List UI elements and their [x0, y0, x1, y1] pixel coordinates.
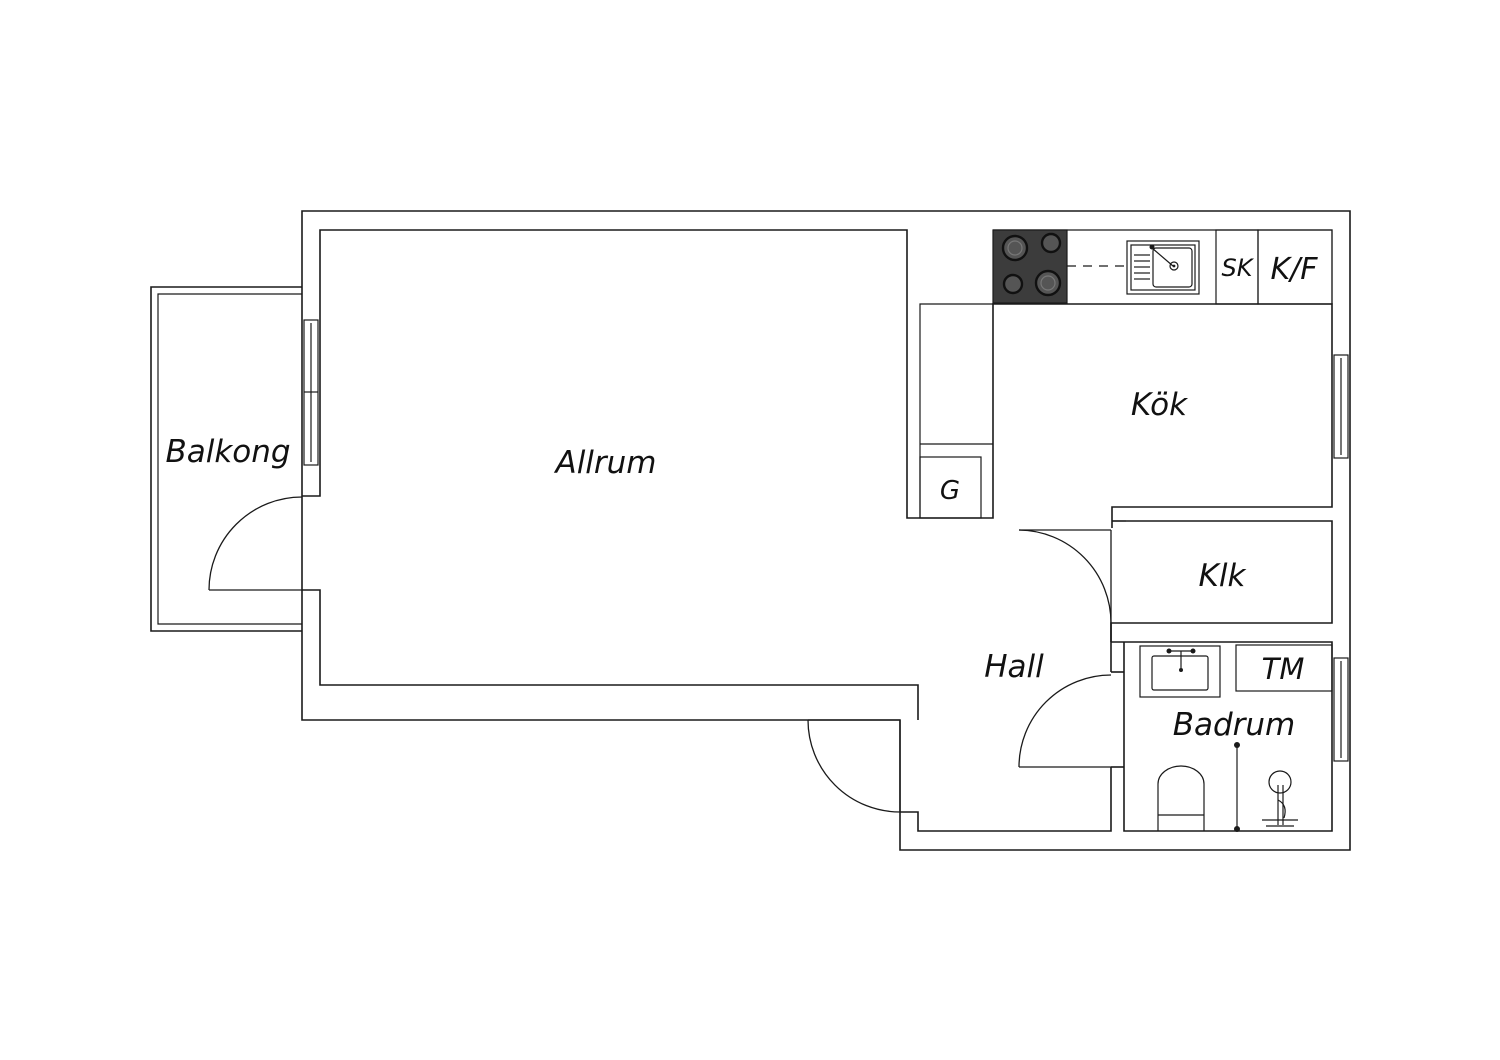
kitchen-sink-icon: [1126, 240, 1200, 295]
bathroom-sink-icon: [1139, 645, 1221, 698]
toilet-icon: [1157, 765, 1205, 831]
room-label-badrum: Badrum: [1173, 707, 1296, 743]
inner-wall-face: [302, 229, 1333, 832]
g-cabinet: [919, 456, 982, 519]
outer-wall: [301, 210, 1351, 851]
balcony: [150, 286, 302, 632]
appliance-cabinets: [1215, 229, 1333, 305]
kf-label: K/F: [1270, 252, 1318, 287]
room-label-hall: Hall: [984, 649, 1044, 685]
doors: [208, 496, 1112, 813]
room-label-allrum: Allrum: [553, 445, 656, 481]
windows: [303, 319, 1349, 762]
room-label-balkong: Balkong: [165, 434, 290, 470]
tm-label: TM: [1262, 652, 1305, 686]
g-label: G: [940, 476, 960, 506]
sk-label: SK: [1222, 254, 1255, 282]
room-label-kok: Kök: [1131, 387, 1188, 423]
stove-icon: [992, 229, 1068, 304]
tm-cabinet: [1235, 644, 1333, 692]
room-label-klk: Klk: [1199, 558, 1247, 594]
shower-icon: [1234, 742, 1298, 832]
